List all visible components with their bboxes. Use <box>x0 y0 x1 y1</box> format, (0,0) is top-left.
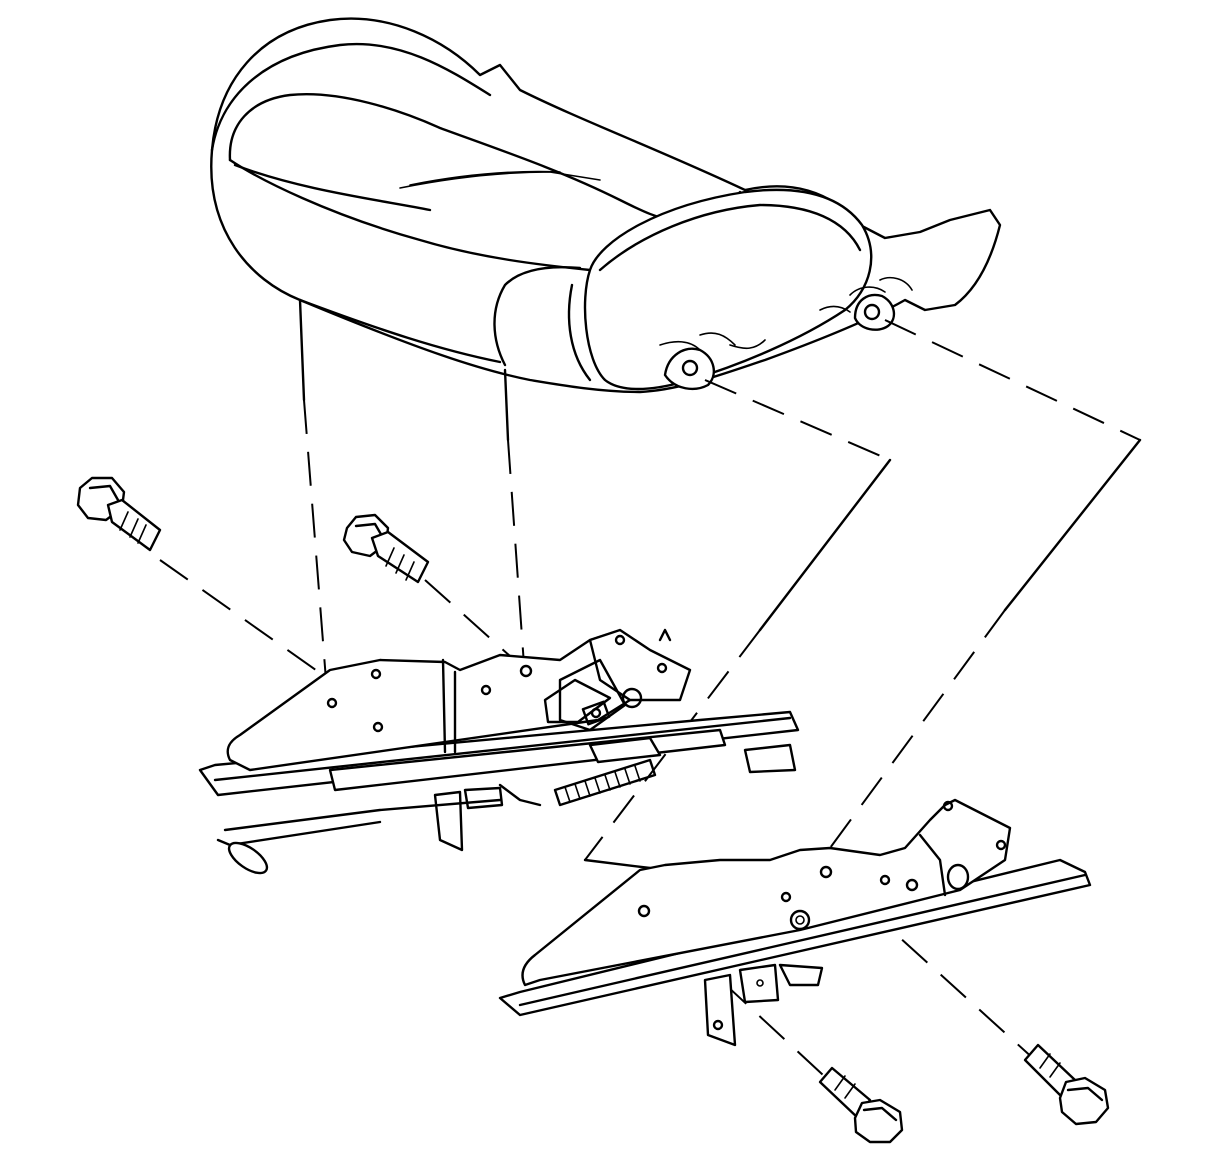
bolt-lower-right <box>1023 1043 1110 1126</box>
seat-cushion <box>210 17 1002 394</box>
alignment-lines <box>159 298 1142 1101</box>
bolt-upper-left <box>76 476 162 552</box>
right-seat-adjuster <box>498 798 1092 1047</box>
left-seat-adjuster <box>198 628 800 875</box>
bolt-lower-middle <box>818 1066 904 1144</box>
bolt-upper-middle <box>342 513 430 584</box>
